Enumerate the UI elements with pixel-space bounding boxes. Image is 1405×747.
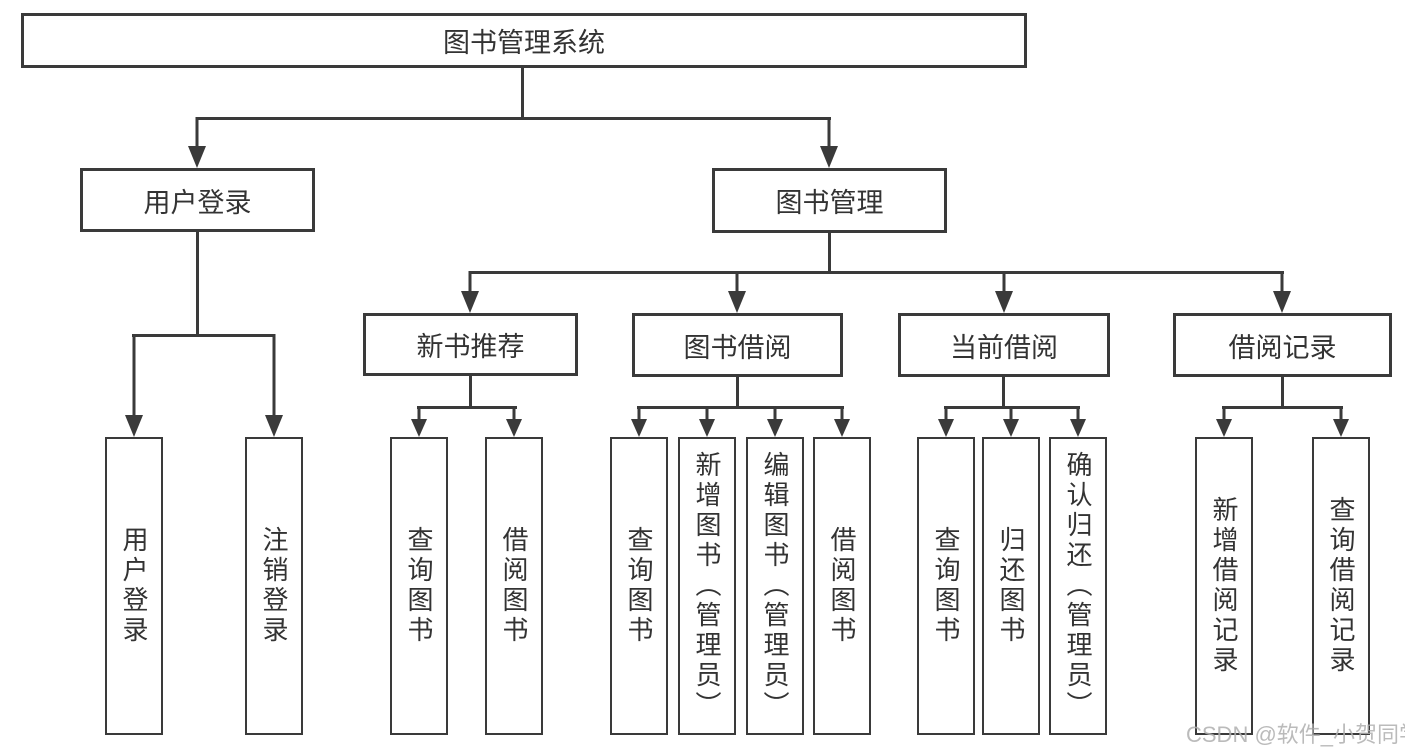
connector-g3-stub [736,377,739,408]
connector-mgmt-stub [828,233,831,273]
arrow-g4-2 [1002,406,1020,437]
connector-root-stub [521,68,524,118]
node-borrow-records-label: 借阅记录 [1228,332,1337,363]
arrow-to-book-management [820,117,838,168]
leaf-query-books-borrow: 查询图书 [610,437,668,735]
arrow-g5-2 [1332,406,1350,437]
node-book-borrow-label: 图书借阅 [683,332,792,363]
connector-g3-span [637,406,844,409]
arrow-to-leaf-user-login [125,334,143,437]
leaf-add-books-admin: 新增图书（管理员） [678,437,736,735]
arrow-g3-4 [833,406,851,437]
leaf-query-borrow-record: 查询借阅记录 [1312,437,1370,735]
leaf-add-books-admin-label: 新增图书（管理员） [692,451,722,721]
node-borrow-records: 借阅记录 [1173,313,1392,377]
leaf-query-books-current-label: 查询图书 [931,526,961,646]
arrow-to-book-borrow [728,271,746,313]
leaf-add-borrow-record: 新增借阅记录 [1195,437,1253,735]
leaf-confirm-return-admin-label: 确认归还（管理员） [1063,451,1093,721]
leaf-user-login: 用户登录 [105,437,163,735]
node-current-borrow-label: 当前借阅 [950,332,1058,363]
connector-mgmt-span [469,271,1284,274]
arrow-g4-1 [937,406,955,437]
leaf-borrow-books-recommend: 借阅图书 [485,437,543,735]
leaf-borrow-books-borrow: 借阅图书 [813,437,871,735]
connector-root-span [196,117,831,120]
node-new-book-label: 新书推荐 [416,332,525,362]
connector-g5-stub [1281,377,1284,408]
leaf-query-books-current: 查询图书 [917,437,975,735]
node-book-management-label: 图书管理 [775,188,884,218]
arrow-g5-1 [1215,406,1233,437]
connector-g4-stub [1002,377,1005,408]
node-current-borrow: 当前借阅 [898,313,1110,377]
leaf-query-books-recommend-label: 查询图书 [404,526,434,646]
node-book-borrow: 图书借阅 [632,313,843,377]
arrow-g4-3 [1069,406,1087,437]
leaf-logout-login: 注销登录 [245,437,303,735]
connector-g2-span [417,406,517,409]
arrow-to-user-login [188,117,206,168]
leaf-add-borrow-record-label: 新增借阅记录 [1209,496,1239,676]
arrow-to-new-book [461,271,479,313]
arrow-g3-1 [630,406,648,437]
leaf-borrow-books-recommend-label: 借阅图书 [499,526,529,646]
connector-g2-stub [469,376,472,408]
connector-login-span [132,334,275,337]
arrow-g3-2 [698,406,716,437]
leaf-return-books: 归还图书 [982,437,1040,735]
leaf-query-books-recommend: 查询图书 [390,437,448,735]
leaf-return-books-label: 归还图书 [996,526,1026,646]
arrow-g3-3 [766,406,784,437]
arrow-g2-2 [505,406,523,437]
leaf-edit-books-admin-label: 编辑图书（管理员） [760,451,790,721]
leaf-logout-login-label: 注销登录 [259,526,289,646]
leaf-query-borrow-record-label: 查询借阅记录 [1326,496,1356,676]
arrow-to-leaf-logout [265,334,283,437]
arrow-g2-1 [410,406,428,437]
node-book-management: 图书管理 [712,168,947,233]
node-root-system: 图书管理系统 [21,13,1027,68]
connector-login-stub [196,232,199,336]
node-user-login: 用户登录 [80,168,315,232]
node-new-book-recommend: 新书推荐 [363,313,578,376]
node-user-login-label: 用户登录 [143,187,252,218]
connector-g5-span [1222,406,1343,409]
leaf-borrow-books-borrow-label: 借阅图书 [827,526,857,646]
arrow-to-borrow-records [1273,271,1291,313]
watermark: CSDN @软件_小贺同学 [1186,722,1405,747]
node-root-label: 图书管理系统 [443,28,605,58]
leaf-user-login-label: 用户登录 [119,526,149,646]
leaf-edit-books-admin: 编辑图书（管理员） [746,437,804,735]
arrow-to-current-borrow [995,271,1013,313]
leaf-query-books-borrow-label: 查询图书 [624,526,654,646]
leaf-confirm-return-admin: 确认归还（管理员） [1049,437,1107,735]
